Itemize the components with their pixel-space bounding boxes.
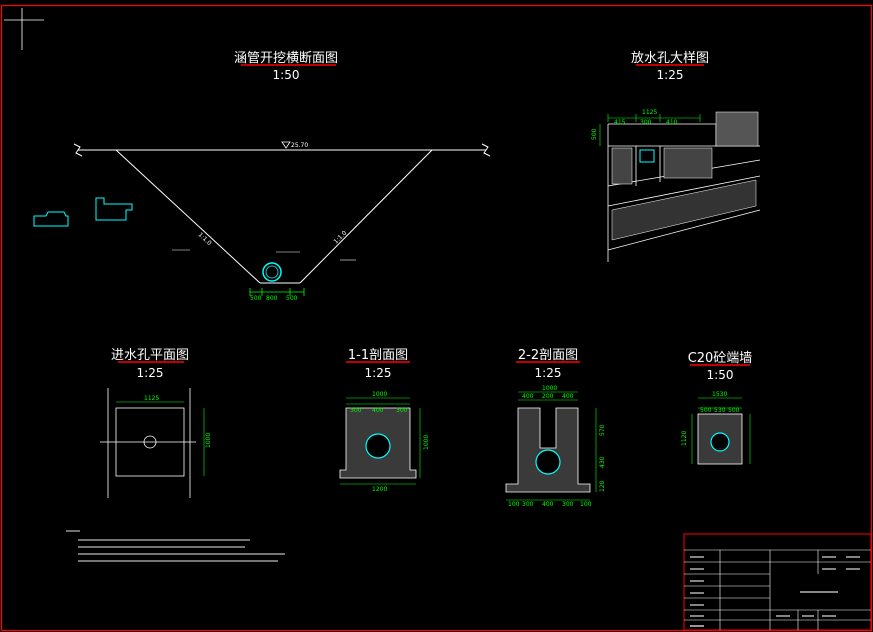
section2-bottom-2: 300	[522, 501, 534, 508]
wall-part-3: 500	[728, 407, 740, 414]
outlet-dim-2: 300	[640, 119, 652, 126]
section2-part-3: 400	[562, 393, 574, 400]
section2-scale: 1:25	[535, 366, 562, 380]
section2-height-3: 120	[599, 480, 606, 492]
section2-part-2: 200	[542, 393, 554, 400]
detail-symbol-right	[95, 197, 133, 221]
elevation-marker-icon	[281, 141, 291, 149]
culvert-pipe	[262, 262, 282, 282]
trench-scale: 1:50	[273, 68, 300, 82]
end-wall-drawing: C20砼端墙 1:50 1530 500 530 500 1120	[681, 351, 753, 465]
section1-top: 1000	[372, 391, 387, 398]
section1-part-3: 300	[396, 407, 408, 414]
outlet-detail-drawing: 放水孔大样图 1:25 1125 415	[591, 51, 761, 262]
drawing-frame	[0, 4, 873, 632]
inlet-title: 进水孔平面图	[111, 348, 189, 363]
outlet-dim-1: 415	[614, 119, 626, 126]
section-1-drawing: 1-1剖面图 1:25 1000 300 400 300 1200 1000	[339, 348, 430, 493]
section2-height-1: 570	[599, 424, 606, 436]
outlet-title: 放水孔大样图	[631, 51, 709, 66]
outlet-dim-total: 1125	[642, 109, 657, 116]
title-block	[683, 533, 872, 631]
section-2-drawing: 2-2剖面图 1:25 1000 400 200 400 100 300 400…	[505, 348, 606, 508]
outlet-height: 500	[591, 128, 598, 140]
wall-top: 1530	[712, 391, 727, 398]
trench-dim-3: 500	[286, 295, 298, 302]
wall-scale: 1:50	[707, 368, 734, 382]
detail-symbol-left	[33, 211, 69, 227]
section2-height-2: 430	[599, 456, 606, 468]
outlet-scale: 1:25	[657, 68, 684, 82]
section1-part-1: 300	[350, 407, 362, 414]
trench-slope-left: 1:1.0	[197, 231, 213, 247]
section2-bottom-4: 300	[562, 501, 574, 508]
section2-bottom-1: 100	[508, 501, 520, 508]
wall-title: C20砼端墙	[688, 351, 753, 366]
trench-dim-2: 800	[266, 295, 278, 302]
title-block-text-marks	[690, 556, 860, 627]
trench-section-drawing: 涵管开挖横断面图 1:50 25.70 1:1.0 1:1.0	[33, 51, 491, 302]
notes-block	[66, 530, 285, 562]
section1-height: 1000	[423, 435, 430, 450]
section1-scale: 1:25	[365, 366, 392, 380]
section1-part-2: 400	[372, 407, 384, 414]
section2-part-1: 400	[522, 393, 534, 400]
inlet-height: 1000	[205, 433, 212, 448]
ucs-icon	[4, 8, 44, 50]
inlet-scale: 1:25	[137, 366, 164, 380]
inlet-plan-drawing: 进水孔平面图 1:25 1125 1000	[100, 348, 212, 498]
section2-title: 2-2剖面图	[518, 348, 578, 363]
outlet-dim-3: 410	[666, 119, 678, 126]
section1-bottom: 1200	[372, 486, 387, 493]
section2-bottom-5: 100	[580, 501, 592, 508]
wall-height: 1120	[681, 431, 688, 446]
section2-bottom-3: 400	[542, 501, 554, 508]
trench-dim-1: 500	[250, 295, 262, 302]
wall-part-1: 500	[700, 407, 712, 414]
wall-part-2: 530	[714, 407, 726, 414]
section2-top: 1000	[542, 385, 557, 392]
trench-elevation: 25.70	[291, 142, 308, 149]
inlet-width: 1125	[144, 395, 159, 402]
trench-title: 涵管开挖横断面图	[234, 51, 338, 66]
trench-slope-right: 1:1.0	[332, 229, 348, 245]
section1-title: 1-1剖面图	[348, 348, 408, 363]
